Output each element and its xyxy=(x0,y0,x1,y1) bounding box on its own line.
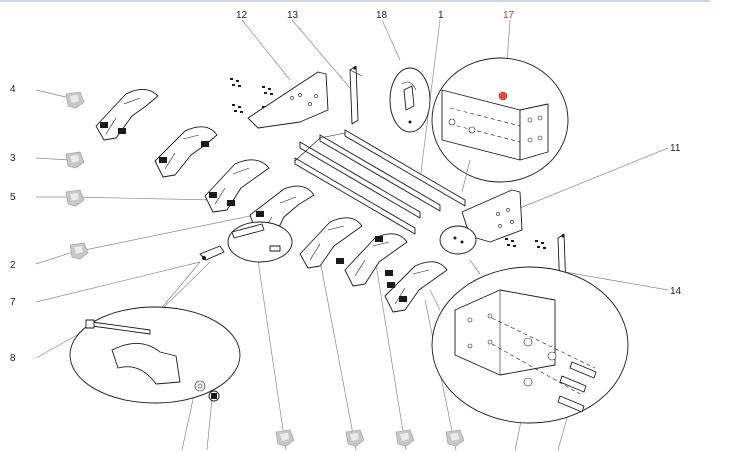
bushing-icon xyxy=(65,91,85,109)
callout-2[interactable]: 2 xyxy=(10,260,16,271)
callout-18[interactable]: 18 xyxy=(376,10,388,21)
rail-end-detail xyxy=(431,57,569,193)
callout-7[interactable]: 7 xyxy=(10,297,16,308)
bushing-icon xyxy=(69,242,89,260)
highlighted-bolt[interactable] xyxy=(498,91,508,101)
callout-12[interactable]: 12 xyxy=(236,10,248,21)
mounting-plate-left xyxy=(247,71,329,129)
bushing-icon xyxy=(345,429,365,447)
bushing-icon xyxy=(275,429,295,447)
connector-lines xyxy=(429,259,481,311)
callout-labels: 12 13 18 1 17 4 3 5 11 2 7 14 8 xyxy=(10,10,682,364)
bushing-detail xyxy=(69,306,241,404)
callout-8[interactable]: 8 xyxy=(10,353,16,364)
callout-17[interactable]: 17 xyxy=(503,10,515,21)
bushing-icon xyxy=(65,151,85,169)
suspension-arm-center xyxy=(299,217,363,269)
callout-11[interactable]: 11 xyxy=(670,143,681,154)
plate-fastener-detail xyxy=(431,266,629,424)
bushing-icon xyxy=(395,429,415,447)
frame-rails xyxy=(294,129,466,235)
link-pin xyxy=(199,221,293,263)
callout-1[interactable]: 1 xyxy=(438,10,444,21)
bushing-icon xyxy=(445,429,465,447)
callout-4[interactable]: 4 xyxy=(10,84,16,95)
suspension-arm-right-2 xyxy=(384,261,448,313)
callout-14[interactable]: 14 xyxy=(670,286,682,297)
clamp-detail xyxy=(389,67,431,133)
suspension-arms xyxy=(95,89,448,313)
mounting-plate-right xyxy=(439,189,523,255)
suspension-arm-5 xyxy=(204,159,270,213)
suspension-arm-3 xyxy=(154,126,218,178)
top-border xyxy=(0,0,710,2)
callout-5[interactable]: 5 xyxy=(10,192,16,203)
bushing-icons xyxy=(65,91,465,447)
suspension-arm-4 xyxy=(95,89,159,141)
callout-3[interactable]: 3 xyxy=(10,153,16,164)
bushing-icon xyxy=(65,189,85,207)
vertical-post-13 xyxy=(349,65,363,125)
callout-13[interactable]: 13 xyxy=(287,10,299,21)
suspension-arm-right-1 xyxy=(344,233,408,287)
